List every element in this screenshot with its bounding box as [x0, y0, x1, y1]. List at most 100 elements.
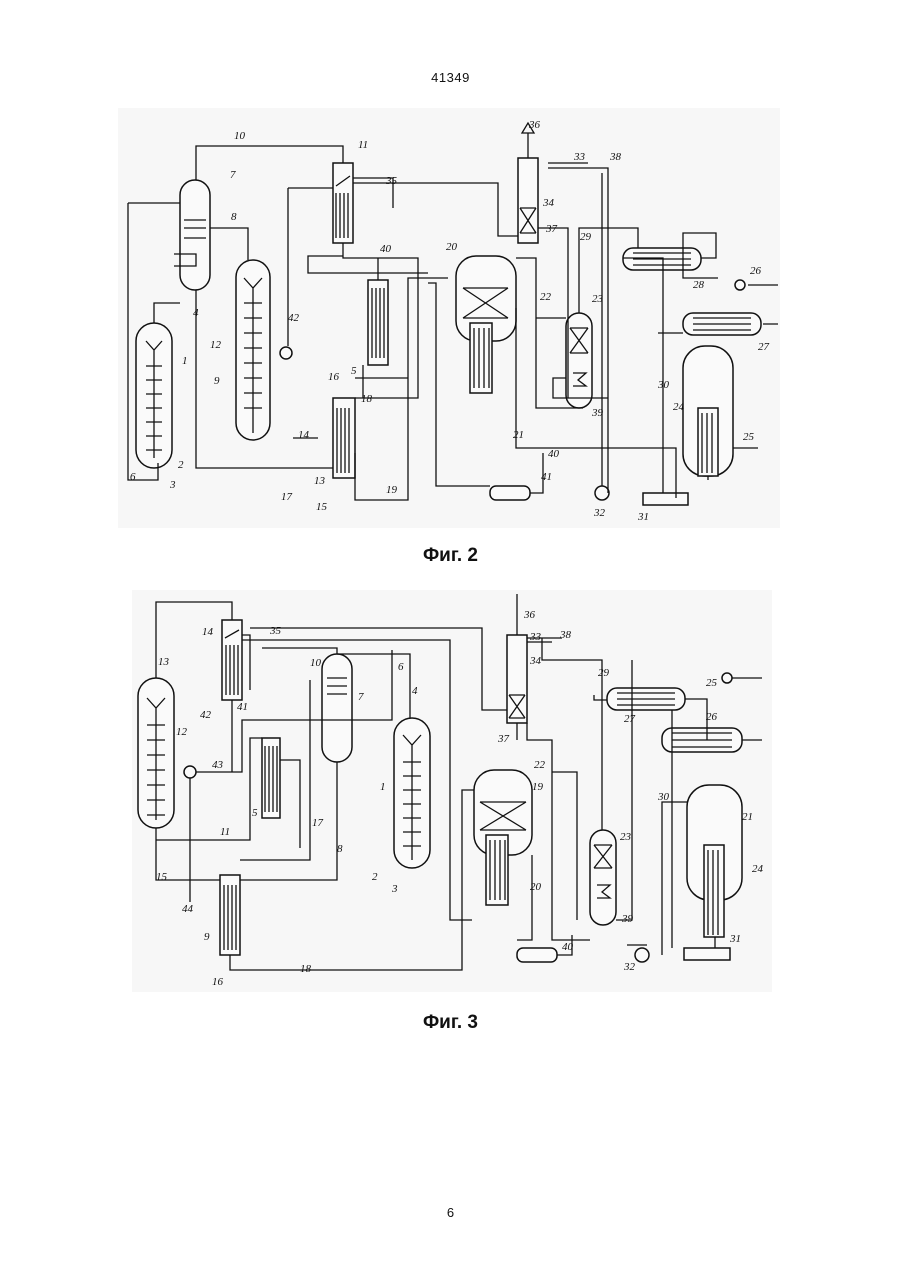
label-19: 19	[386, 484, 398, 496]
drum-40	[517, 948, 557, 962]
pump-32	[635, 948, 649, 962]
label-42: 42	[288, 312, 300, 324]
label-30: 30	[657, 379, 670, 391]
label-13: 13	[158, 656, 170, 668]
label-22: 22	[534, 759, 546, 771]
label-16: 16	[328, 371, 340, 383]
label-40a: 40	[380, 243, 392, 255]
label-14: 14	[298, 429, 310, 441]
label-35: 35	[385, 175, 398, 187]
label-11: 11	[220, 826, 230, 838]
label-25: 25	[706, 677, 718, 689]
label-34: 34	[529, 655, 542, 667]
separator-7	[180, 180, 210, 290]
piping-fig2	[128, 146, 778, 500]
label-10: 10	[310, 657, 322, 669]
label-17: 17	[281, 491, 293, 503]
label-3: 3	[169, 479, 176, 491]
label-27: 27	[758, 341, 770, 353]
label-36: 36	[528, 119, 541, 131]
label-5: 5	[252, 807, 258, 819]
pump-32	[595, 486, 609, 500]
label-23: 23	[620, 831, 632, 843]
drum-31	[643, 493, 688, 505]
label-15: 15	[156, 871, 168, 883]
label-42: 42	[200, 709, 212, 721]
label-11: 11	[358, 139, 368, 151]
label-26: 26	[706, 711, 718, 723]
label-24: 24	[673, 401, 685, 413]
label-8: 8	[231, 211, 237, 223]
label-9: 9	[204, 931, 210, 943]
label-25: 25	[743, 431, 755, 443]
label-20: 20	[530, 881, 542, 893]
separator-7	[322, 654, 352, 762]
label-37: 37	[497, 733, 510, 745]
label-32: 32	[623, 961, 636, 973]
label-14: 14	[202, 626, 214, 638]
exchanger-5	[368, 280, 388, 365]
label-40: 40	[562, 941, 574, 953]
label-38: 38	[609, 151, 622, 163]
label-21: 21	[742, 811, 753, 823]
label-18: 18	[361, 393, 373, 405]
label-2: 2	[372, 871, 378, 883]
label-7: 7	[358, 691, 364, 703]
label-1: 1	[380, 781, 386, 793]
ejector-43	[184, 766, 196, 778]
label-29: 29	[580, 231, 592, 243]
label-16: 16	[212, 976, 224, 988]
exchanger-14	[222, 620, 242, 700]
label-20: 20	[446, 241, 458, 253]
label-24: 24	[752, 863, 764, 875]
label-38: 38	[559, 629, 572, 641]
pump-25	[722, 673, 732, 683]
label-17: 17	[312, 817, 324, 829]
label-30: 30	[657, 791, 670, 803]
label-32: 32	[593, 507, 606, 519]
label-18: 18	[300, 963, 312, 975]
label-34: 34	[542, 197, 555, 209]
label-41: 41	[237, 701, 248, 713]
label-27: 27	[624, 713, 636, 725]
label-1: 1	[182, 355, 188, 367]
piping-fig3	[156, 602, 762, 970]
vessel-23	[566, 313, 592, 408]
label-7: 7	[230, 169, 236, 181]
document-number: 41349	[0, 70, 901, 85]
label-36: 36	[523, 609, 536, 621]
label-4: 4	[412, 685, 418, 697]
label-21: 21	[513, 429, 524, 441]
label-22: 22	[540, 291, 552, 303]
label-19: 19	[532, 781, 544, 793]
label-39: 39	[591, 407, 604, 419]
figure-2-diagram: 7 8 10 11 4 12 1 9 2 3 6 42 16 5 18 14 1…	[118, 108, 780, 528]
label-4: 4	[193, 307, 199, 319]
exchanger-9	[220, 875, 240, 955]
vessel-23	[590, 830, 616, 925]
figure-3-diagram: 13 12 15 14 41 35 10 6 4 7 42 43 5 11 17…	[132, 590, 772, 992]
drum-31	[684, 948, 730, 960]
label-44: 44	[182, 903, 194, 915]
label-6: 6	[398, 661, 404, 673]
label-8: 8	[337, 843, 343, 855]
page-number: 6	[0, 1205, 901, 1220]
label-33: 33	[529, 631, 542, 643]
exchanger-13	[333, 398, 355, 478]
label-10: 10	[234, 130, 246, 142]
label-40: 40	[548, 448, 560, 460]
label-9: 9	[214, 375, 220, 387]
label-31: 31	[637, 511, 649, 523]
label-6: 6	[130, 471, 136, 483]
label-12: 12	[176, 726, 188, 738]
label-26: 26	[750, 265, 762, 277]
figure-2-labels: 7 8 10 11 4 12 1 9 2 3 6 42 16 5 18 14 1…	[130, 119, 770, 523]
label-5: 5	[351, 365, 357, 377]
label-23: 23	[592, 293, 604, 305]
label-39: 39	[621, 913, 634, 925]
pump-26	[735, 280, 745, 290]
column-34	[507, 635, 527, 723]
figure-2-caption: Фиг. 2	[0, 545, 901, 567]
label-33: 33	[573, 151, 586, 163]
drum-41	[490, 486, 530, 500]
